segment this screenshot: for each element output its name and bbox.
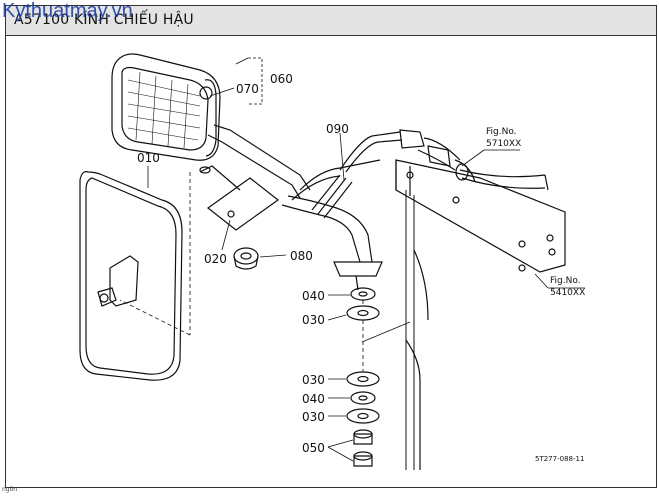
fig-ref-2-line2: 5410XX bbox=[550, 288, 585, 298]
fig-ref-2-line1: Fig.No. bbox=[550, 276, 581, 286]
hardware-stack-drawing bbox=[346, 287, 380, 467]
label-030-upper: 030 bbox=[302, 313, 325, 327]
label-010: 010 bbox=[137, 151, 160, 165]
label-090: 090 bbox=[326, 122, 349, 136]
leader-lines bbox=[119, 57, 585, 462]
drawing-code: 5T277-088-11 bbox=[535, 455, 584, 463]
fig-ref-1-line1: Fig.No. bbox=[486, 127, 517, 137]
label-070: 070 bbox=[236, 82, 259, 96]
harness-drawing bbox=[339, 129, 549, 191]
lamp-drawing bbox=[111, 53, 311, 199]
mirror-drawing bbox=[79, 171, 183, 381]
page-title: A57100 KÍNH CHIẾU HẬU bbox=[14, 12, 194, 28]
label-060: 060 bbox=[270, 72, 293, 86]
bracket-plate-drawing bbox=[199, 165, 280, 231]
diagram-frame: A57100 KÍNH CHIẾU HẬU bbox=[5, 5, 657, 488]
label-080: 080 bbox=[290, 249, 313, 263]
label-030-middle: 030 bbox=[302, 373, 325, 387]
label-020: 020 bbox=[204, 252, 227, 266]
cab-pillar-drawing bbox=[395, 159, 566, 470]
footer-mark: ngôn bbox=[2, 486, 18, 493]
label-050: 050 bbox=[302, 441, 325, 455]
grommet-drawing bbox=[233, 247, 259, 270]
label-040-lower: 040 bbox=[302, 392, 325, 406]
fig-ref-1-line2: 5710XX bbox=[486, 139, 521, 149]
stay-arm-drawing bbox=[281, 159, 383, 291]
header-bar: A57100 KÍNH CHIẾU HẬU bbox=[6, 6, 656, 36]
label-030-lower: 030 bbox=[302, 410, 325, 424]
label-040-upper: 040 bbox=[302, 289, 325, 303]
site-watermark: Kythuatmay.vn bbox=[2, 0, 133, 22]
